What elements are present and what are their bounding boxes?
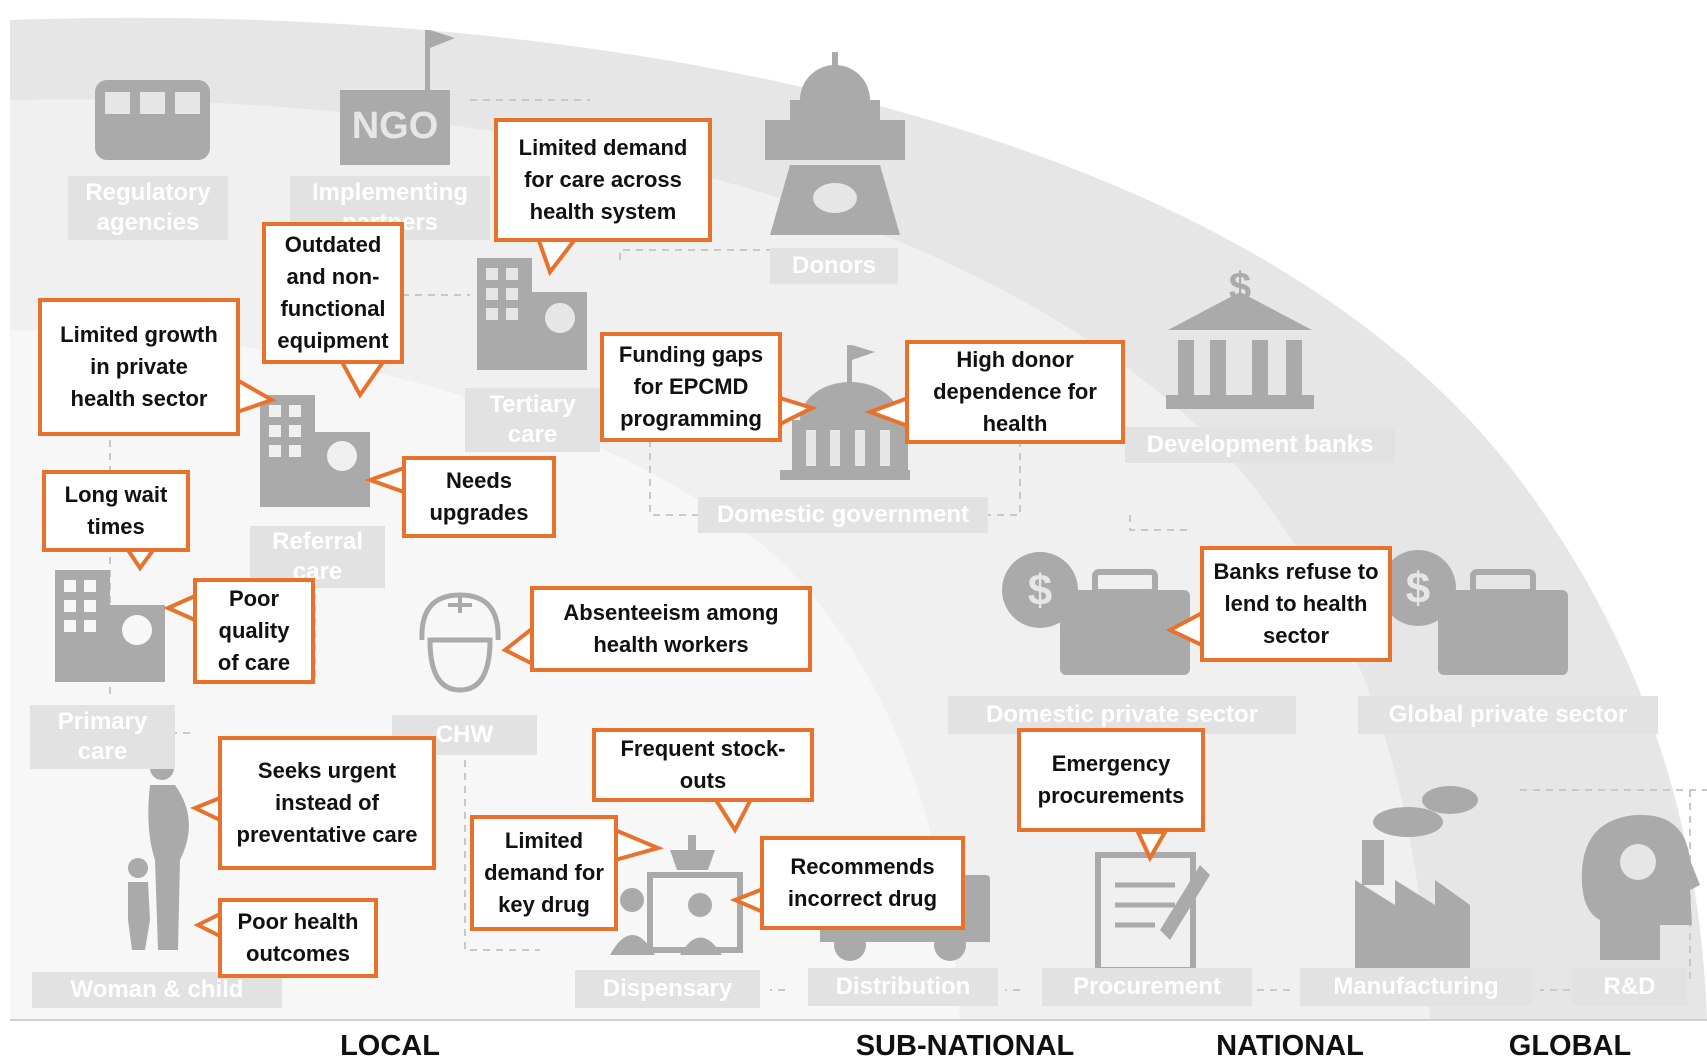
entity-label-r-and-d: R&D <box>1572 968 1687 1006</box>
callout-seeks-urgent-care: Seeks urgent instead of preventative car… <box>218 736 436 870</box>
callout-limited-private-growth: Limited growth in private health sector <box>38 298 240 436</box>
nurse-icon <box>419 592 501 693</box>
briefcase-dollar-icon: $ <box>1380 550 1568 675</box>
callout-outdated-equipment: Outdated and non- functional equipment <box>262 222 404 364</box>
scale-label-local: LOCAL <box>340 1030 440 1062</box>
entity-label-donors: Donors <box>770 248 898 284</box>
entity-label-domestic-private-sector: Domestic private sector <box>948 696 1296 734</box>
callout-recommends-incorrect-drug: Recommends incorrect drug <box>760 836 965 930</box>
svg-text:$: $ <box>1028 566 1052 615</box>
entity-label-referral-care: Referral care <box>250 526 385 588</box>
ngo-building-icon: NGO <box>340 30 455 165</box>
entity-label-procurement: Procurement <box>1042 968 1252 1006</box>
capitol-money-icon <box>765 52 905 235</box>
callout-needs-upgrades: Needs upgrades <box>402 456 556 538</box>
callout-emergency-procurements: Emergency procurements <box>1017 728 1205 832</box>
entity-label-manufacturing: Manufacturing <box>1300 968 1532 1006</box>
callout-high-donor-dependence: High donor dependence for health <box>905 340 1125 444</box>
entity-label-primary-care: Primary care <box>30 705 175 769</box>
briefcase-dollar-icon: $ <box>1002 552 1190 675</box>
hospital-icon <box>55 570 165 682</box>
scale-label-national: NATIONAL <box>1216 1030 1364 1062</box>
callout-funding-gaps: Funding gaps for EPCMD programming <box>600 332 782 442</box>
callout-limited-demand-drug: Limited demand for key drug <box>470 815 618 931</box>
entity-label-dispensary: Dispensary <box>575 970 760 1008</box>
callout-banks-refuse: Banks refuse to lend to health sector <box>1200 546 1392 662</box>
svg-text:$: $ <box>1229 265 1251 309</box>
scale-label-global: GLOBAL <box>1508 1030 1632 1062</box>
head-lightbulb-icon <box>1581 814 1700 960</box>
entity-label-development-banks: Development banks <box>1125 427 1395 463</box>
scale-label-subnational: SUB-NATIONAL <box>855 1030 1075 1062</box>
svg-text:NGO: NGO <box>352 105 439 147</box>
hospital-icon <box>477 258 587 370</box>
entity-label-domestic-government: Domestic government <box>698 497 988 533</box>
svg-text:$: $ <box>1406 564 1430 613</box>
callout-poor-health-outcomes: Poor health outcomes <box>218 898 378 978</box>
entity-label-woman-child: Woman & child <box>32 972 282 1008</box>
callout-poor-quality-care: Poor quality of care <box>193 578 315 684</box>
government-building-icon <box>780 345 910 480</box>
callout-long-wait-times: Long wait times <box>42 470 190 552</box>
entity-label-regulatory-agencies: Regulatory agencies <box>68 176 228 240</box>
bank-icon: $ <box>1166 265 1314 409</box>
entity-label-tertiary-care: Tertiary care <box>465 388 600 452</box>
callout-limited-demand-care: Limited demand for care across health sy… <box>494 118 712 242</box>
callout-absenteeism: Absenteeism among health workers <box>530 586 812 672</box>
entity-label-global-private-sector: Global private sector <box>1358 696 1658 734</box>
callout-frequent-stockouts: Frequent stock- outs <box>592 728 814 802</box>
entity-label-distribution: Distribution <box>808 968 998 1006</box>
factory-icon <box>1355 786 1478 970</box>
bus-icon <box>95 80 210 160</box>
